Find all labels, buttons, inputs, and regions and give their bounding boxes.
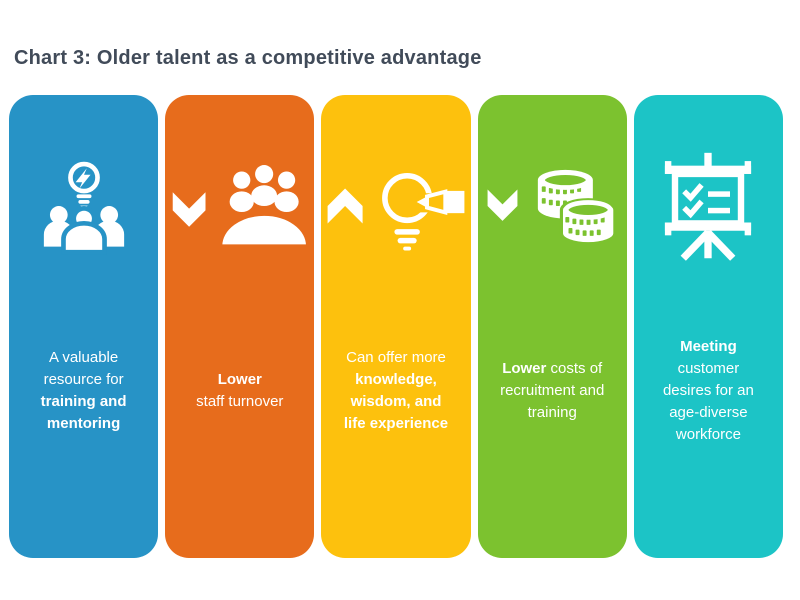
lightbulb-pencil-chevron-up-icon <box>321 137 470 275</box>
page-title: Chart 3: Older talent as a competitive a… <box>14 47 482 69</box>
coins-chevron-down-icon <box>478 137 627 275</box>
presentation-checklist-icon <box>634 137 783 275</box>
meeting-table-chevron-down-icon <box>165 137 314 275</box>
team-idea-icon <box>9 137 158 275</box>
